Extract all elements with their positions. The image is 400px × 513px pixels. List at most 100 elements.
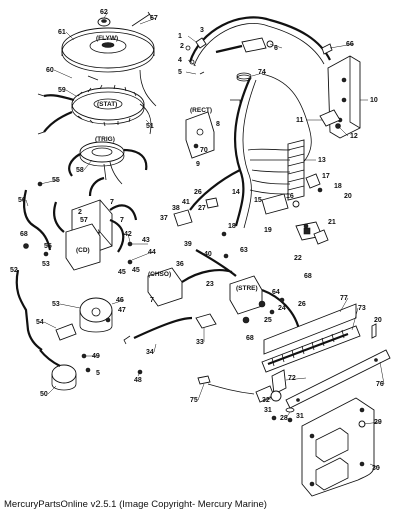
callout-12: 12	[350, 133, 358, 140]
callout-40: 40	[204, 251, 212, 258]
fasteners	[23, 11, 323, 423]
callout-52: 52	[10, 267, 18, 274]
choke-solenoid[interactable]: (CHSO)	[147, 267, 183, 307]
flywheel-nut[interactable]	[97, 17, 111, 27]
switch-15[interactable]	[261, 193, 300, 215]
terminal-26[interactable]	[205, 197, 219, 209]
terminal-72[interactable]	[271, 369, 287, 395]
callout-75: 75	[190, 397, 198, 404]
callout-48: 48	[134, 377, 142, 384]
connector-38[interactable]	[173, 209, 193, 227]
callout-7c: 7	[150, 297, 154, 304]
relay-label: (STRE)	[236, 285, 258, 292]
callout-16: 16	[286, 193, 294, 200]
mounting-plate-30[interactable]	[301, 397, 375, 497]
callout-24: 24	[278, 305, 286, 312]
callout-53b: 53	[42, 261, 50, 268]
callout-7: 7	[110, 199, 114, 206]
stator[interactable]: (STAT)	[71, 84, 145, 127]
harness-branch-left	[189, 169, 241, 211]
callout-56: 56	[18, 197, 26, 204]
callout-34: 34	[146, 349, 154, 356]
wire-75[interactable]	[197, 375, 211, 385]
callout-4: 4	[178, 57, 182, 64]
callout-46: 46	[116, 297, 124, 304]
solenoid-50[interactable]	[51, 364, 77, 391]
callout-64: 64	[272, 289, 280, 296]
screw-20[interactable]	[371, 323, 377, 339]
callout-49: 49	[92, 353, 100, 360]
callout-18: 18	[228, 223, 236, 230]
callout-44: 44	[148, 249, 156, 256]
flywheel-label: (FLYW)	[96, 35, 118, 42]
bracket-10[interactable]	[327, 55, 361, 139]
harness-branch-right	[261, 73, 312, 167]
starter-relay[interactable]: (STRE)	[229, 275, 263, 315]
callout-5b: 5	[96, 370, 100, 377]
callout-numbers: 62 67 61 60 59 1 2 3 4 5 6 66 74 10 11 1…	[10, 9, 384, 472]
callout-45b: 45	[132, 267, 140, 274]
rectifier[interactable]: (RECT)	[185, 107, 215, 159]
callout-25: 25	[264, 317, 272, 324]
terminal-strip-77[interactable]	[263, 303, 357, 355]
callout-67: 67	[150, 15, 158, 22]
callout-26b: 26	[298, 301, 306, 308]
starter-solenoid[interactable]	[207, 383, 282, 403]
callout-19: 19	[264, 227, 272, 234]
leader-lines	[25, 11, 385, 469]
callout-6: 6	[274, 45, 278, 52]
callout-36: 36	[176, 261, 184, 268]
clip-33[interactable]	[195, 313, 217, 329]
bracket-21[interactable]	[313, 229, 329, 245]
callout-8: 8	[216, 121, 220, 128]
lead-34	[133, 316, 193, 339]
terminal-block[interactable]	[287, 139, 305, 201]
callout-63: 63	[240, 247, 248, 254]
callout-17: 17	[322, 173, 330, 180]
callout-55b: 55	[44, 243, 52, 250]
callout-47: 47	[118, 307, 126, 314]
bracket-16-17[interactable]	[305, 173, 321, 189]
retainer-74[interactable]	[236, 72, 252, 82]
bracket-11-12[interactable]	[319, 109, 341, 129]
callout-10: 10	[370, 97, 378, 104]
callout-74: 74	[258, 69, 266, 76]
callout-62: 62	[100, 9, 108, 16]
callout-9: 9	[196, 161, 200, 168]
callout-11: 11	[296, 117, 304, 124]
callout-18b: 18	[334, 183, 342, 190]
cd-module[interactable]: (CD)	[65, 223, 101, 271]
callout-68b: 68	[304, 273, 312, 280]
trigger[interactable]: (TRIG)	[79, 136, 125, 167]
callout-50: 50	[40, 391, 48, 398]
callout-30: 30	[372, 465, 380, 472]
callout-26: 26	[194, 189, 202, 196]
plate-76[interactable]	[285, 349, 391, 409]
callout-23: 23	[206, 281, 214, 288]
callout-68c: 68	[246, 335, 254, 342]
washer-28[interactable]	[285, 407, 295, 413]
coil-46[interactable]	[79, 297, 113, 333]
callout-41: 41	[182, 199, 190, 206]
callout-57: 57	[80, 217, 88, 224]
lead-50	[39, 349, 61, 367]
lead-56	[23, 189, 52, 251]
lead-52	[15, 269, 43, 351]
main-harness-top	[188, 16, 331, 63]
fuse-block-73[interactable]	[261, 325, 361, 373]
callout-45: 45	[118, 269, 126, 276]
callout-38: 38	[172, 205, 180, 212]
harness-connector[interactable]	[215, 37, 274, 54]
callout-3: 3	[200, 27, 204, 34]
coil-leads	[53, 176, 138, 253]
callout-28: 28	[280, 415, 288, 422]
callout-32: 32	[262, 397, 270, 404]
lead-48-end	[123, 335, 131, 345]
choke-label: (CHSO)	[148, 271, 171, 278]
callout-43: 43	[142, 237, 150, 244]
flywheel[interactable]: (FLYW)	[61, 27, 155, 73]
boot-54[interactable]	[55, 323, 77, 341]
clip-66[interactable]	[321, 43, 333, 55]
callout-39: 39	[184, 241, 192, 248]
